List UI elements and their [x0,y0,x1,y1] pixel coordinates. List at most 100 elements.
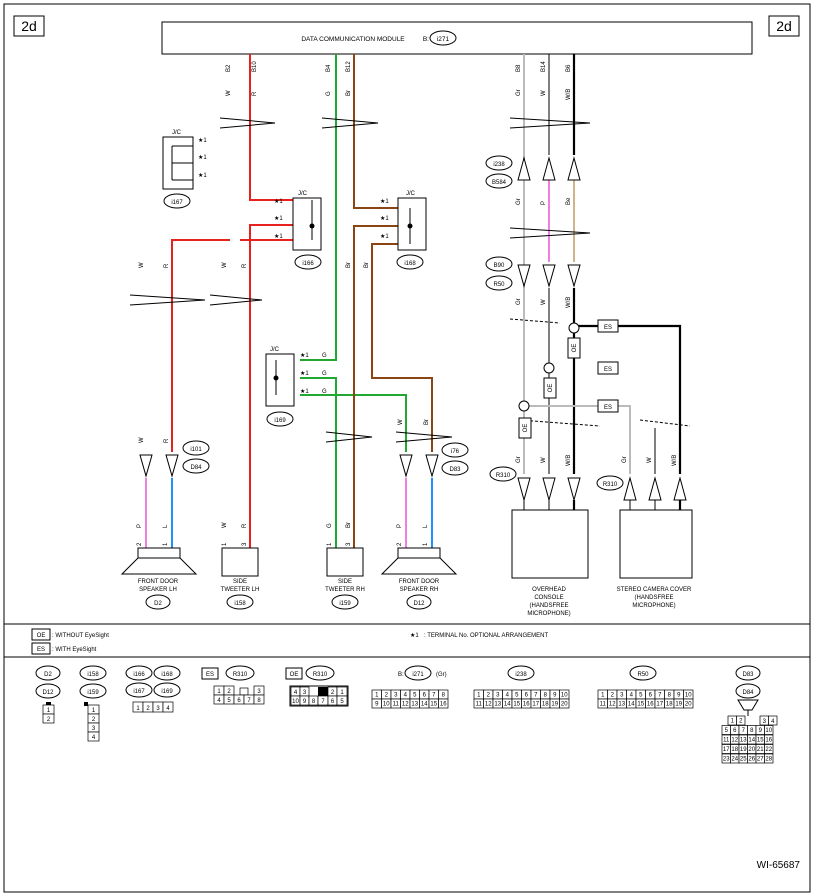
svg-text:2: 2 [146,706,150,712]
connector-pin-number: 23 [723,757,730,763]
svg-text:B14: B14 [541,61,547,72]
svg-text:5: 5 [227,698,231,704]
svg-text:Br: Br [364,262,370,268]
svg-text:OE: OE [548,384,554,393]
connector-pin-number: 15 [430,702,437,708]
connector-pin-number: 8 [750,728,754,734]
svg-text:: TERMINAL No. OPTIONAL ARRANG: : TERMINAL No. OPTIONAL ARRANGEMENT [424,633,548,639]
overhead-console: OVERHEAD CONSOLE (HANDSFREE MICROPHONE) [511,500,589,617]
svg-text:6: 6 [331,699,335,705]
svg-text:★1: ★1 [380,215,389,222]
svg-text:Be: Be [566,197,572,205]
svg-text:D12: D12 [42,690,54,696]
svg-text:D12: D12 [413,601,425,607]
svg-text:4: 4 [166,706,170,712]
svg-text:i238: i238 [515,672,527,678]
svg-text:i167: i167 [171,200,183,206]
svg-text:i158: i158 [234,601,246,607]
connector-pin-number: 27 [757,757,764,763]
svg-text:4: 4 [294,690,298,696]
svg-text:Gr: Gr [516,298,522,305]
svg-text:G: G [322,371,327,377]
connector-cavity [764,744,774,754]
svg-text:OE: OE [290,672,299,678]
conn-view-i166-group: i166 i168 i167 i169 1 2 3 4 [125,665,181,713]
svg-text:★1: ★1 [300,370,309,377]
svg-text:Br: Br [346,90,352,96]
svg-text:4: 4 [217,698,221,704]
connector-pin-number: 13 [740,738,747,744]
variant-tags: OE OE OE ES ES ES [518,319,619,439]
connector-pin-number: 6 [649,693,653,699]
svg-text:W/B: W/B [566,297,572,308]
connector-pin-number: 2 [611,693,615,699]
connector-pin-number: 26 [748,757,755,763]
svg-text:★1: ★1 [274,233,283,240]
svg-text:B2: B2 [226,64,232,72]
svg-text:R: R [242,523,248,528]
svg-text:W: W [541,90,547,96]
connector-pin-number: 10 [765,728,772,734]
svg-text:OE: OE [523,424,529,433]
svg-text:TWEETER RH: TWEETER RH [325,587,365,593]
connector-pin-number: 15 [637,702,644,708]
front-door-speaker-rh: FRONT DOOR SPEAKER RH D12 [380,547,458,610]
svg-text:J/C: J/C [406,191,416,197]
svg-text:MICROPHONE): MICROPHONE) [527,611,570,617]
svg-text:SPEAKER LH: SPEAKER LH [139,587,177,593]
svg-text:i166: i166 [302,261,314,267]
svg-text:1: 1 [423,542,429,546]
connector-badges: i238 B584 B90 R50 i101 D84 i76 D83 R310 … [182,155,624,491]
module-conn-prefix: B: [423,36,429,43]
svg-text:OVERHEAD: OVERHEAD [532,587,566,593]
connector-pin-number: 20 [685,702,692,708]
svg-text:R310: R310 [496,473,511,479]
svg-text:SIDE: SIDE [233,579,247,585]
svg-text:Br: Br [346,522,352,528]
svg-text:: WITHOUT EyeSight: : WITHOUT EyeSight [52,633,109,639]
break-markers [129,117,691,443]
jc-i169: J/C ★1 ★1 ★1 G G G i169 [265,347,327,427]
jc-i168: J/C ★1 ★1 ★1 i168 [380,191,427,270]
svg-text:i159: i159 [339,601,351,607]
figure-id: WI-65687 [757,860,801,871]
svg-text:★1: ★1 [410,632,419,639]
svg-text:G: G [322,353,327,359]
connector-pin-number: 19 [551,702,558,708]
svg-text:1: 1 [47,708,51,714]
svg-text:OE: OE [37,633,46,639]
connector-pin-number: 19 [675,702,682,708]
connector-pin-number: 7 [534,693,538,699]
connector-pin-number: 21 [757,747,764,753]
svg-text:i159: i159 [87,690,99,696]
connector-cavity [559,698,570,709]
connector-cavity [764,753,774,764]
svg-text:★1: ★1 [198,154,207,161]
splice-node-gray [518,400,530,412]
connector-pin-number: 7 [742,728,746,734]
svg-text:OE: OE [572,344,578,353]
svg-text:R: R [242,263,248,268]
stereo-camera-cover: STEREO CAMERA COVER (HANDSFREE MICROPHON… [617,500,693,609]
svg-text:6: 6 [237,698,241,704]
svg-text:3: 3 [92,726,96,732]
svg-text:W: W [222,262,228,268]
svg-text:MICROPHONE): MICROPHONE) [632,603,675,609]
svg-text:Gr: Gr [622,456,628,463]
svg-text:1: 1 [136,706,140,712]
connector-pin-number: 3 [394,693,398,699]
svg-text:Gr: Gr [516,89,522,96]
connector-pin-number: 8 [544,693,548,699]
connector-pin-number: 5 [639,693,643,699]
svg-text:i169: i169 [274,418,286,424]
svg-text:CONSOLE: CONSOLE [534,595,563,601]
svg-text:3: 3 [346,542,352,546]
svg-text:FRONT DOOR: FRONT DOOR [399,579,440,585]
connector-cavity [736,715,746,726]
connector-pin-number: 13 [618,702,625,708]
svg-text:R: R [252,91,258,96]
connector-pin-number: 9 [759,728,763,734]
svg-text:P: P [397,524,403,528]
svg-text:B10: B10 [252,61,258,72]
svg-text:2: 2 [397,542,403,546]
